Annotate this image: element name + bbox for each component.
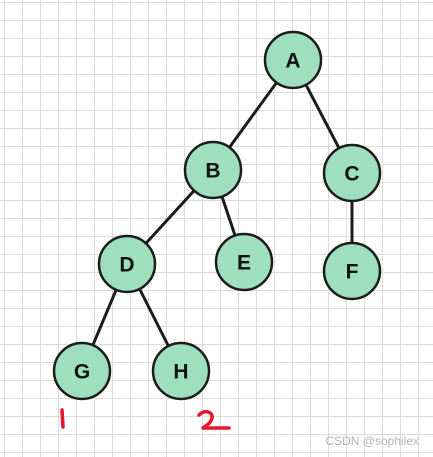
node-circle: [322, 241, 382, 301]
node-label: A: [285, 50, 300, 73]
nodes-layer: A B C D E F G H: [52, 30, 382, 401]
node-d: D: [97, 234, 157, 294]
node-label: D: [119, 254, 134, 277]
node-h: H: [151, 341, 211, 401]
edges-layer: [91, 81, 354, 348]
node-b: B: [183, 140, 243, 200]
edge-a-c: [304, 83, 341, 150]
node-circle: [263, 30, 323, 90]
edge-a-b: [227, 81, 279, 149]
node-circle: [214, 232, 274, 292]
node-label: F: [346, 261, 359, 284]
node-f: F: [322, 241, 382, 301]
node-c: C: [322, 143, 382, 203]
node-circle: [97, 234, 157, 294]
node-label: E: [237, 252, 251, 275]
node-label: C: [344, 163, 359, 186]
edge-d-g: [91, 288, 118, 347]
node-circle: [183, 140, 243, 200]
node-a: A: [263, 30, 323, 90]
edge-b-d: [144, 189, 196, 245]
annotation-under-g: [60, 408, 65, 429]
watermark: CSDN @sophilex: [325, 434, 419, 448]
node-g: G: [52, 341, 112, 401]
node-label: B: [205, 160, 220, 183]
node-circle: [322, 143, 382, 203]
edge-d-h: [138, 287, 170, 348]
annotations-layer: [60, 408, 231, 430]
node-e: E: [214, 232, 274, 292]
node-label: G: [74, 361, 90, 384]
annotation-under-h: [197, 409, 231, 430]
node-circle: [52, 341, 112, 401]
node-circle: [151, 341, 211, 401]
edge-b-e: [220, 195, 237, 237]
node-label: H: [173, 361, 188, 384]
